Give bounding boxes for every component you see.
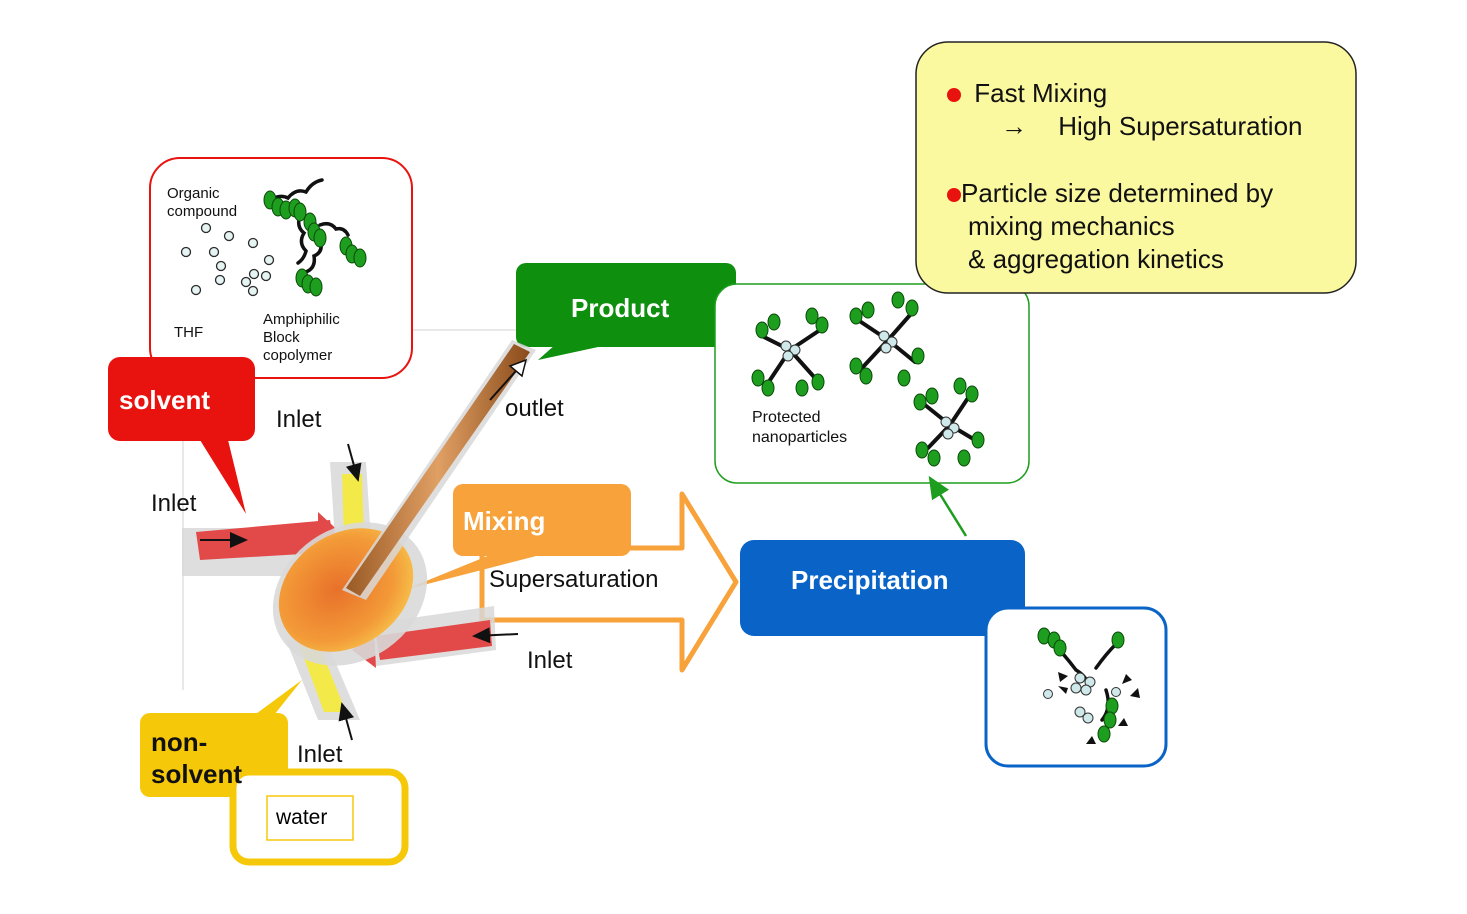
supersaturation-label: Supersaturation (489, 566, 659, 593)
supersaturation-arrow (479, 491, 739, 673)
inlet-top-label: Inlet (276, 406, 322, 433)
precipitation-to-product-arrow (928, 475, 968, 537)
particle-size-text-1: Particle size determined by (961, 178, 1274, 208)
particle-size-text-3: & aggregation kinetics (968, 244, 1224, 274)
key-points-box (915, 41, 1357, 294)
precipitation-callout: Precipitation (791, 565, 949, 595)
inlet-right-label: Inlet (527, 647, 573, 674)
solvent-callout-shape (108, 357, 255, 441)
organic-compound-label: Organic compound (167, 185, 238, 220)
water-label: water (276, 806, 328, 829)
copolymer-label: Amphiphilic Block copolymer (263, 311, 340, 364)
high-supersaturation-text: High Supersaturation (1058, 111, 1303, 141)
block-copolymer-chains (268, 178, 350, 274)
fast-mixing-point: Fast Mixing (947, 77, 1107, 110)
red-bullet-icon (947, 88, 961, 103)
precipitation-callout-shape (740, 540, 1025, 636)
fast-mixing-text: Fast Mixing (974, 78, 1108, 108)
inlet-left-label: Inlet (151, 490, 197, 517)
organic-molecules (180, 222, 275, 297)
mixing-callout: Mixing (463, 506, 546, 536)
red-bullet-icon (947, 188, 961, 203)
particle-size-text-2: mixing mechanics (968, 211, 1175, 241)
nanoparticle-2 (849, 291, 925, 387)
product-callout-tail (538, 344, 612, 360)
arrow-icon: → (1001, 111, 1027, 141)
nanoparticle-3 (913, 377, 985, 467)
thf-label: THF (174, 324, 204, 341)
non-solvent-callout: non-solvent (151, 727, 243, 789)
outlet-label: outlet (505, 395, 564, 422)
mixing-callout-shape (453, 484, 631, 556)
high-supersaturation-line: → High Supersaturation (1001, 110, 1303, 143)
product-callout-shape (516, 263, 736, 347)
nucleation-illustration (1037, 627, 1140, 744)
solvent-callout-tail (200, 440, 246, 514)
nanoparticle-1 (751, 307, 829, 397)
solvent-callout: solvent (119, 385, 211, 415)
protected-nanoparticles-label: Protected nanoparticles (752, 409, 848, 446)
mixing-callout-tail (404, 555, 540, 590)
hydrophilic-blocks (263, 190, 367, 297)
particle-size-point: Particle size determined by (947, 177, 1273, 210)
product-callout: Product (571, 293, 670, 323)
water-inner-box (266, 795, 354, 841)
mixer-device (182, 340, 536, 741)
inlet-bottom-label: Inlet (297, 741, 343, 768)
solvent-composition-box (149, 157, 413, 379)
